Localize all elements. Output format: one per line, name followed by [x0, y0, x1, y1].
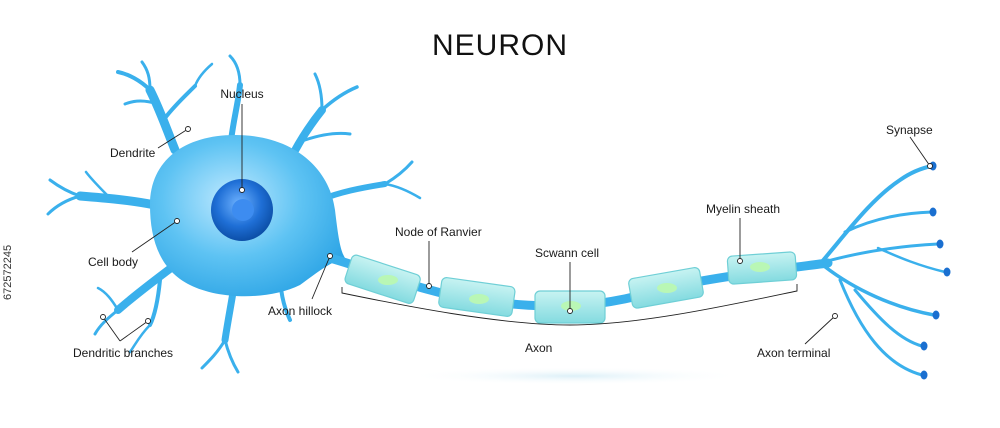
label-axon: Axon	[525, 341, 552, 355]
svg-text:Axon: Axon	[525, 341, 552, 355]
svg-text:Cell body: Cell body	[88, 255, 138, 269]
label-myelin-sheath: Myelin sheath	[706, 202, 780, 264]
axon-bracket	[341, 284, 798, 326]
diagram-title: NEURON	[432, 29, 568, 62]
schwann-nucleus	[561, 301, 581, 311]
label-schwann-cell: Scwann cell	[535, 246, 599, 314]
label-node-of-ranvier: Node of Ranvier	[395, 225, 482, 289]
nucleolus	[232, 199, 254, 221]
label-dendrite: Dendrite	[110, 126, 191, 160]
svg-text:Nucleus: Nucleus	[220, 87, 263, 101]
label-axon-hillock: Axon hillock	[268, 253, 333, 318]
label-cell-body: Cell body	[88, 218, 180, 269]
label-synapse: Synapse	[886, 123, 933, 169]
schwann-nucleus	[657, 283, 677, 293]
svg-text:Axon hillock: Axon hillock	[268, 304, 333, 318]
axon-terminals	[818, 164, 947, 377]
svg-text:Node of Ranvier: Node of Ranvier	[395, 225, 482, 239]
schwann-nucleus	[378, 275, 398, 285]
label-axon-terminal: Axon terminal	[757, 313, 838, 360]
dendrites	[46, 54, 422, 374]
schwann-nucleus	[750, 262, 770, 272]
svg-text:Synapse: Synapse	[886, 123, 933, 137]
svg-text:Myelin sheath: Myelin sheath	[706, 202, 780, 216]
svg-text:Dendrite: Dendrite	[110, 146, 156, 160]
schwann-nucleus	[469, 294, 489, 304]
floor-shadow	[405, 367, 745, 385]
label-nucleus: Nucleus	[220, 87, 264, 193]
label-dendritic-branches: Dendritic branches	[73, 314, 173, 360]
svg-text:Dendritic branches: Dendritic branches	[73, 346, 173, 360]
stock-image-id: 672572245	[2, 244, 14, 300]
svg-text:Axon terminal: Axon terminal	[757, 346, 830, 360]
svg-text:Scwann cell: Scwann cell	[535, 246, 599, 260]
